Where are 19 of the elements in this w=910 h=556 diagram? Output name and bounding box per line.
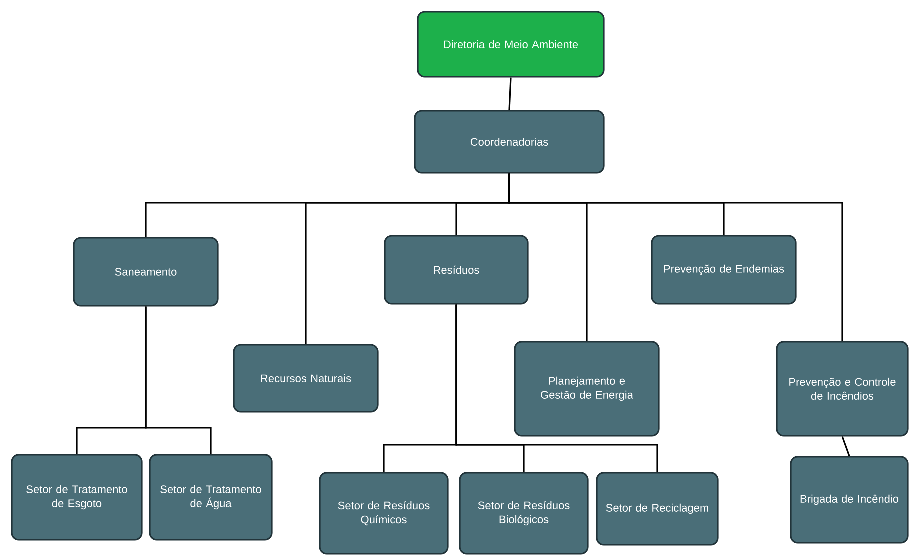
org-box: Setor de Reciclagem [596, 472, 719, 546]
org-box: Setor de Tratamento de Água [149, 454, 273, 541]
org-box: Brigada de Incêndio [790, 456, 909, 544]
connector-line [456, 304, 658, 472]
org-box: Prevenção e Controle de Incêndios [776, 341, 909, 437]
org-box: Coordenadorias [414, 110, 605, 174]
org-box: Prevenção de Endemias [651, 235, 797, 305]
org-box: Saneamento [73, 237, 219, 307]
connector-line [842, 436, 850, 456]
org-box: Setor de Resíduos Químicos [319, 472, 449, 555]
connector-line [508, 78, 512, 110]
org-box: Recursos Naturais [233, 344, 379, 413]
org-box: Setor de Resíduos Biológicos [459, 472, 589, 555]
org-box: Resíduos [384, 235, 529, 305]
connector-line [508, 174, 844, 342]
org-box: Diretoria de Meio Ambiente [417, 11, 605, 78]
org-box: Setor de Tratamento de Esgoto [11, 454, 143, 541]
org-box: Planejamento e Gestão de Energia [514, 341, 660, 437]
connector-line [145, 306, 212, 454]
